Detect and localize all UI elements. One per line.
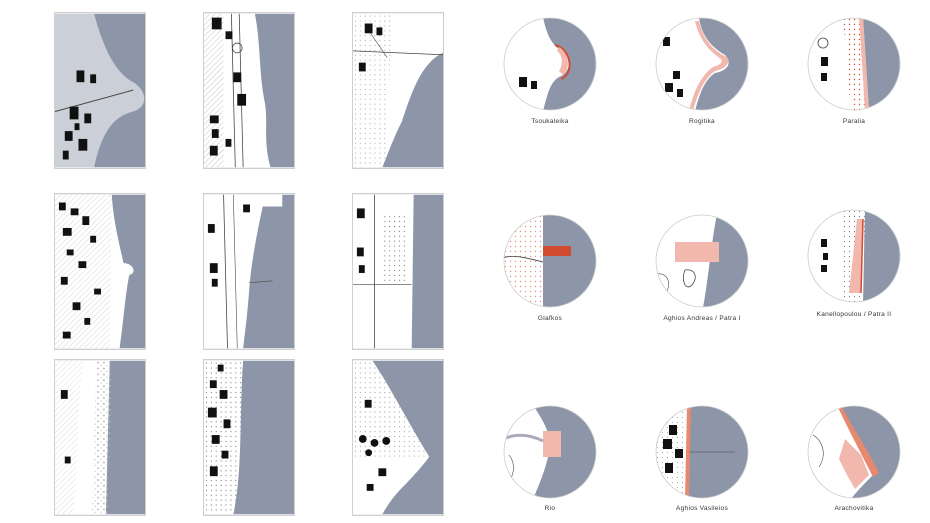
plan-panel-arachovitika bbox=[352, 359, 444, 516]
site-circle-rio bbox=[503, 405, 597, 499]
site-caption: Paralia bbox=[842, 118, 866, 125]
plan-panel-rogitika bbox=[203, 12, 295, 169]
site-caption: Aghios Vasileios bbox=[675, 505, 728, 512]
site-circle-tsoukaleika bbox=[503, 17, 597, 111]
site-circle-arachovitika bbox=[807, 405, 901, 499]
plan-map bbox=[204, 194, 294, 349]
plan-panel-kanellopoulou bbox=[352, 193, 444, 350]
plan-panel-paralia bbox=[352, 12, 444, 169]
site-circle-paralia bbox=[807, 17, 901, 111]
site-caption: Aghios Andreas / Patra I bbox=[663, 315, 741, 322]
site-caption: Rogitika bbox=[689, 118, 715, 125]
site-circle-kanellopoulou bbox=[807, 209, 901, 303]
plan-map bbox=[55, 13, 145, 168]
plan-panel-aghios-andreas bbox=[203, 193, 295, 350]
site-circle-glafkos bbox=[503, 214, 597, 308]
plan-panel-aghios-vasileios bbox=[203, 359, 295, 516]
plan-map bbox=[204, 360, 294, 515]
site-caption: Rio bbox=[544, 505, 556, 512]
plan-map bbox=[353, 13, 443, 168]
site-caption: Tsoukaleika bbox=[531, 118, 569, 125]
site-caption: Glafkos bbox=[537, 315, 563, 322]
plan-panel-tsoukaleika bbox=[54, 12, 146, 169]
site-caption: Kanellopoulou / Patra II bbox=[816, 311, 892, 318]
plan-map bbox=[55, 194, 145, 349]
site-circle-aghios-andreas bbox=[655, 214, 749, 308]
plan-map bbox=[204, 13, 294, 168]
plan-map bbox=[353, 194, 443, 349]
site-circle-rogitika bbox=[655, 17, 749, 111]
plan-panel-glafkos bbox=[54, 193, 146, 350]
plan-panel-rio bbox=[54, 359, 146, 516]
plan-map bbox=[55, 360, 145, 515]
site-circle-aghios-vasileios bbox=[655, 405, 749, 499]
plan-map bbox=[353, 360, 443, 515]
site-caption: Arachovitika bbox=[834, 505, 874, 512]
